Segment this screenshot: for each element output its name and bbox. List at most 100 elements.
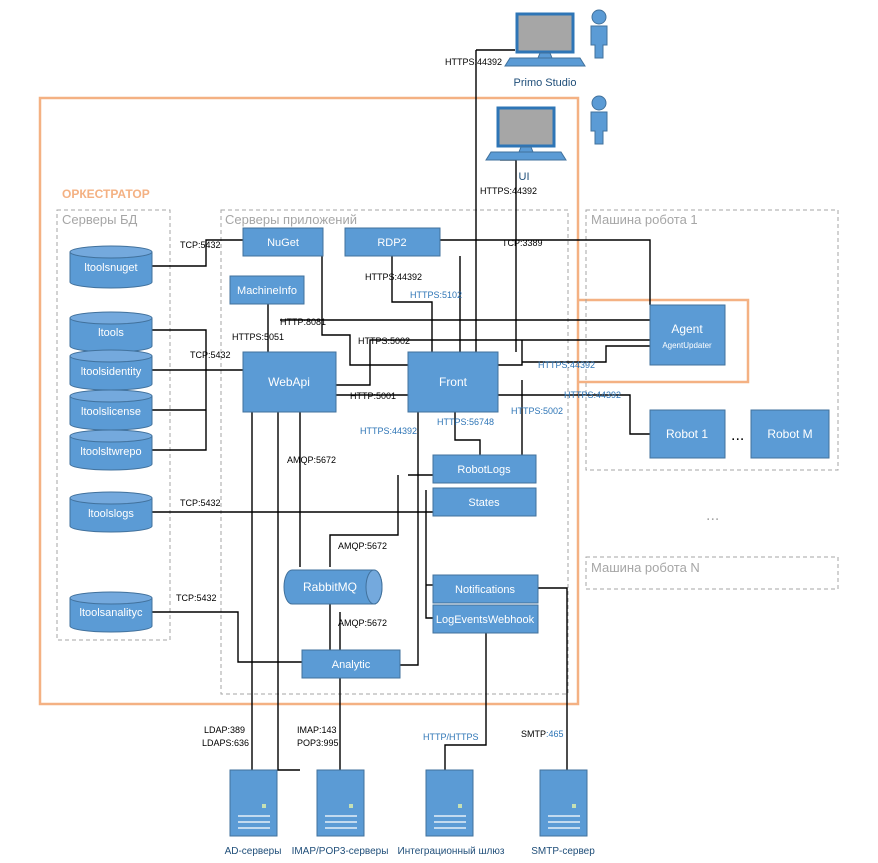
webhook-gateway-line (444, 632, 487, 770)
components: NuGet RDP2 MachineInfo WebApi Front Robo… (229, 227, 830, 679)
monitor-icon (485, 106, 567, 161)
component-analytic: Analytic (301, 649, 401, 679)
front-agent-b (522, 345, 650, 363)
component-states: States (432, 487, 537, 517)
component-machineinfo: MachineInfo (229, 275, 305, 305)
label-tcp-db: TCP:5432 (190, 350, 231, 360)
component-front: Front (407, 351, 499, 413)
orchestrator-boundary (38, 96, 580, 706)
connections (152, 49, 651, 771)
label-https5051: HTTPS:5051 (232, 332, 284, 342)
label-front-robot-https: HTTPS:44392 (564, 390, 621, 400)
rabbitmq-label: RabbitMQ (303, 580, 357, 594)
machines-ellipsis: ... (706, 507, 719, 524)
server-icon (425, 769, 474, 837)
robot1-label: Robot 1 (666, 427, 708, 441)
states-webhook-line (425, 490, 433, 619)
label-webapi-https: HTTPS:44392 (360, 426, 417, 436)
analityc-line (152, 611, 302, 663)
component-rdp2: RDP2 (344, 227, 441, 257)
monitor-icon (504, 12, 586, 67)
rdp2-front-line (391, 256, 433, 352)
ui-caption: UI (519, 171, 530, 183)
rdp2-label: RDP2 (377, 237, 406, 249)
label-amqp-logs: AMQP:5672 (338, 541, 387, 551)
db-servers-title: Серверы БД (62, 212, 138, 227)
component-robotlogs: RobotLogs (432, 454, 537, 484)
server-ad: AD-серверы (225, 769, 282, 857)
label-smtp-port: :465 (546, 729, 564, 739)
robotm-label: Robot M (767, 427, 812, 441)
webapi-agent-2 (336, 339, 650, 386)
label-front-agent-https: HTTPS:44392 (538, 360, 595, 370)
db-ltoolsanalityc: ltoolsanalityc (69, 591, 153, 633)
server-mail: IMAP/POP3-серверы (292, 769, 389, 857)
server-icon (229, 769, 278, 837)
robot-machine-1-title: Машина робота 1 (591, 212, 698, 227)
label-rdp-https: HTTPS:44392 (365, 272, 422, 282)
db-ltoolsidentity-label: ltoolsidentity (81, 366, 142, 378)
logeventswebhook-label: LogEventsWebhook (436, 614, 535, 626)
mail-caption: IMAP/POP3-серверы (292, 846, 389, 857)
db-ltoolsidentity: ltoolsidentity (69, 349, 153, 391)
db-ltoolslicense-label: ltoolslicense (81, 406, 141, 418)
smtp-caption: SMTP-сервер (531, 846, 595, 857)
db-servers-region (56, 209, 171, 641)
component-notifications: Notifications (432, 574, 539, 604)
label-https56748: HTTPS:56748 (437, 417, 494, 427)
db-ltoolslicense: ltoolslicense (69, 389, 153, 431)
robots-ellipsis: ... (731, 427, 744, 444)
front-analytic-line (400, 412, 419, 666)
label-tcp-analityc: TCP:5432 (176, 593, 217, 603)
agent-updater-label: AgentUpdater (662, 341, 712, 350)
label-smtp-prefix: SMTP (521, 729, 546, 739)
db-ltoolsnuget-label: ltoolsnuget (84, 262, 137, 274)
label-amqp-analytic: AMQP:5672 (338, 618, 387, 628)
db-ltoolsltwrepo: ltoolsltwrepo (69, 429, 153, 471)
server-gateway: Интеграционный шлюз (398, 769, 505, 857)
studio-caption: Primo Studio (514, 77, 577, 89)
robotlogs-label: RobotLogs (457, 464, 511, 476)
robotlogs-rabbit-line (329, 475, 399, 567)
robot-machine-n-region (585, 556, 839, 590)
front-robotlogs-top (454, 412, 481, 455)
analytic-label: Analytic (332, 659, 371, 671)
db-ltools: ltools (69, 311, 153, 353)
label-studio-https: HTTPS:44392 (445, 57, 502, 67)
notif-smtp-line (538, 587, 568, 770)
label-pop3995: POP3:995 (297, 738, 339, 748)
label-ldaps636: LDAPS:636 (202, 738, 249, 748)
machineinfo-label: MachineInfo (237, 285, 297, 297)
label-smtp: SMTP:465 (521, 729, 564, 739)
db-ltoolsnuget: ltoolsnuget (69, 245, 153, 289)
db-ltoolsanalityc-label: ltoolsanalityc (80, 607, 143, 619)
component-nuget: NuGet (242, 227, 324, 257)
db-ltoolsltwrepo-label: ltoolsltwrepo (80, 446, 141, 458)
server-icon (316, 769, 365, 837)
user-icon (590, 9, 608, 59)
app-servers-region (220, 209, 569, 695)
label-tcp-nuget: TCP:5432 (180, 240, 221, 250)
label-http8081: HTTP:8081 (280, 317, 326, 327)
front-agent-a (498, 340, 523, 366)
client-ui: UI (485, 95, 608, 183)
connection-labels: HTTPS:44392 HTTPS:44392 TCP:5432 TCP:338… (176, 57, 621, 748)
component-robotm: Robot M (750, 409, 830, 459)
server-smtp: SMTP-сервер (531, 769, 595, 857)
label-https5002: HTTPS:5002 (358, 336, 410, 346)
label-imap143: IMAP:143 (297, 725, 337, 735)
ad-caption: AD-серверы (225, 846, 282, 857)
front-robotlogs-line (521, 380, 536, 466)
notifications-label: Notifications (455, 584, 515, 596)
component-rabbitmq: RabbitMQ (283, 569, 383, 605)
label-ldap389: LDAP:389 (204, 725, 245, 735)
server-icon (539, 769, 588, 837)
label-tcp3389: TCP:3389 (502, 238, 543, 248)
component-webapi: WebApi (242, 351, 337, 413)
webapi-label: WebApi (268, 375, 310, 389)
component-logeventswebhook: LogEventsWebhook (432, 604, 539, 634)
front-robot-line (498, 394, 650, 435)
app-servers-title: Серверы приложений (225, 212, 357, 227)
agent-label: Agent (671, 322, 703, 336)
